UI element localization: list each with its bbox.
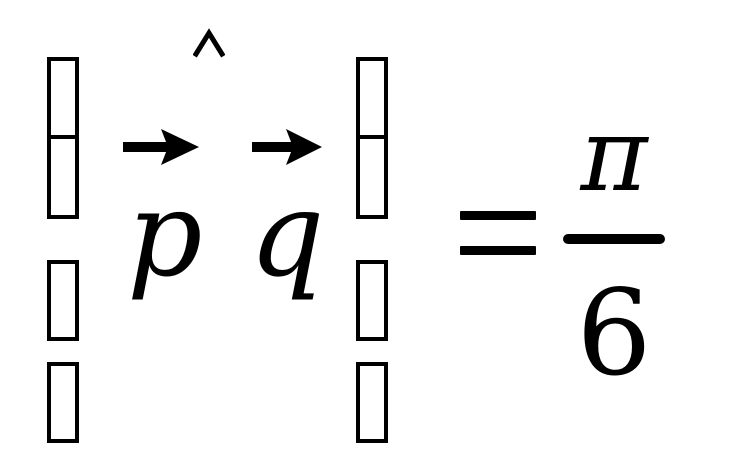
vector-variable-p: p [127,165,203,303]
missing-glyph-left-4 [47,362,79,443]
fraction-denominator: 6 [576,264,652,402]
vector-arrow-p-icon [123,129,199,165]
missing-glyph-left-3 [47,260,79,341]
hat-accent-icon [193,28,225,58]
equals-sign [460,211,536,255]
vector-variable-q: q [249,165,325,303]
missing-glyph-right-4 [356,362,388,443]
missing-glyph-right-1 [356,57,388,139]
missing-glyph-left-1 [47,57,79,139]
missing-glyph-left-2 [47,135,79,219]
missing-glyph-right-2 [356,135,388,219]
missing-glyph-right-3 [356,260,388,341]
equals-bar-bottom [460,246,536,255]
equals-bar-top [460,211,536,220]
fraction-numerator: π [580,96,648,215]
fraction-bar [563,234,665,244]
vector-arrow-q-icon [252,129,322,165]
